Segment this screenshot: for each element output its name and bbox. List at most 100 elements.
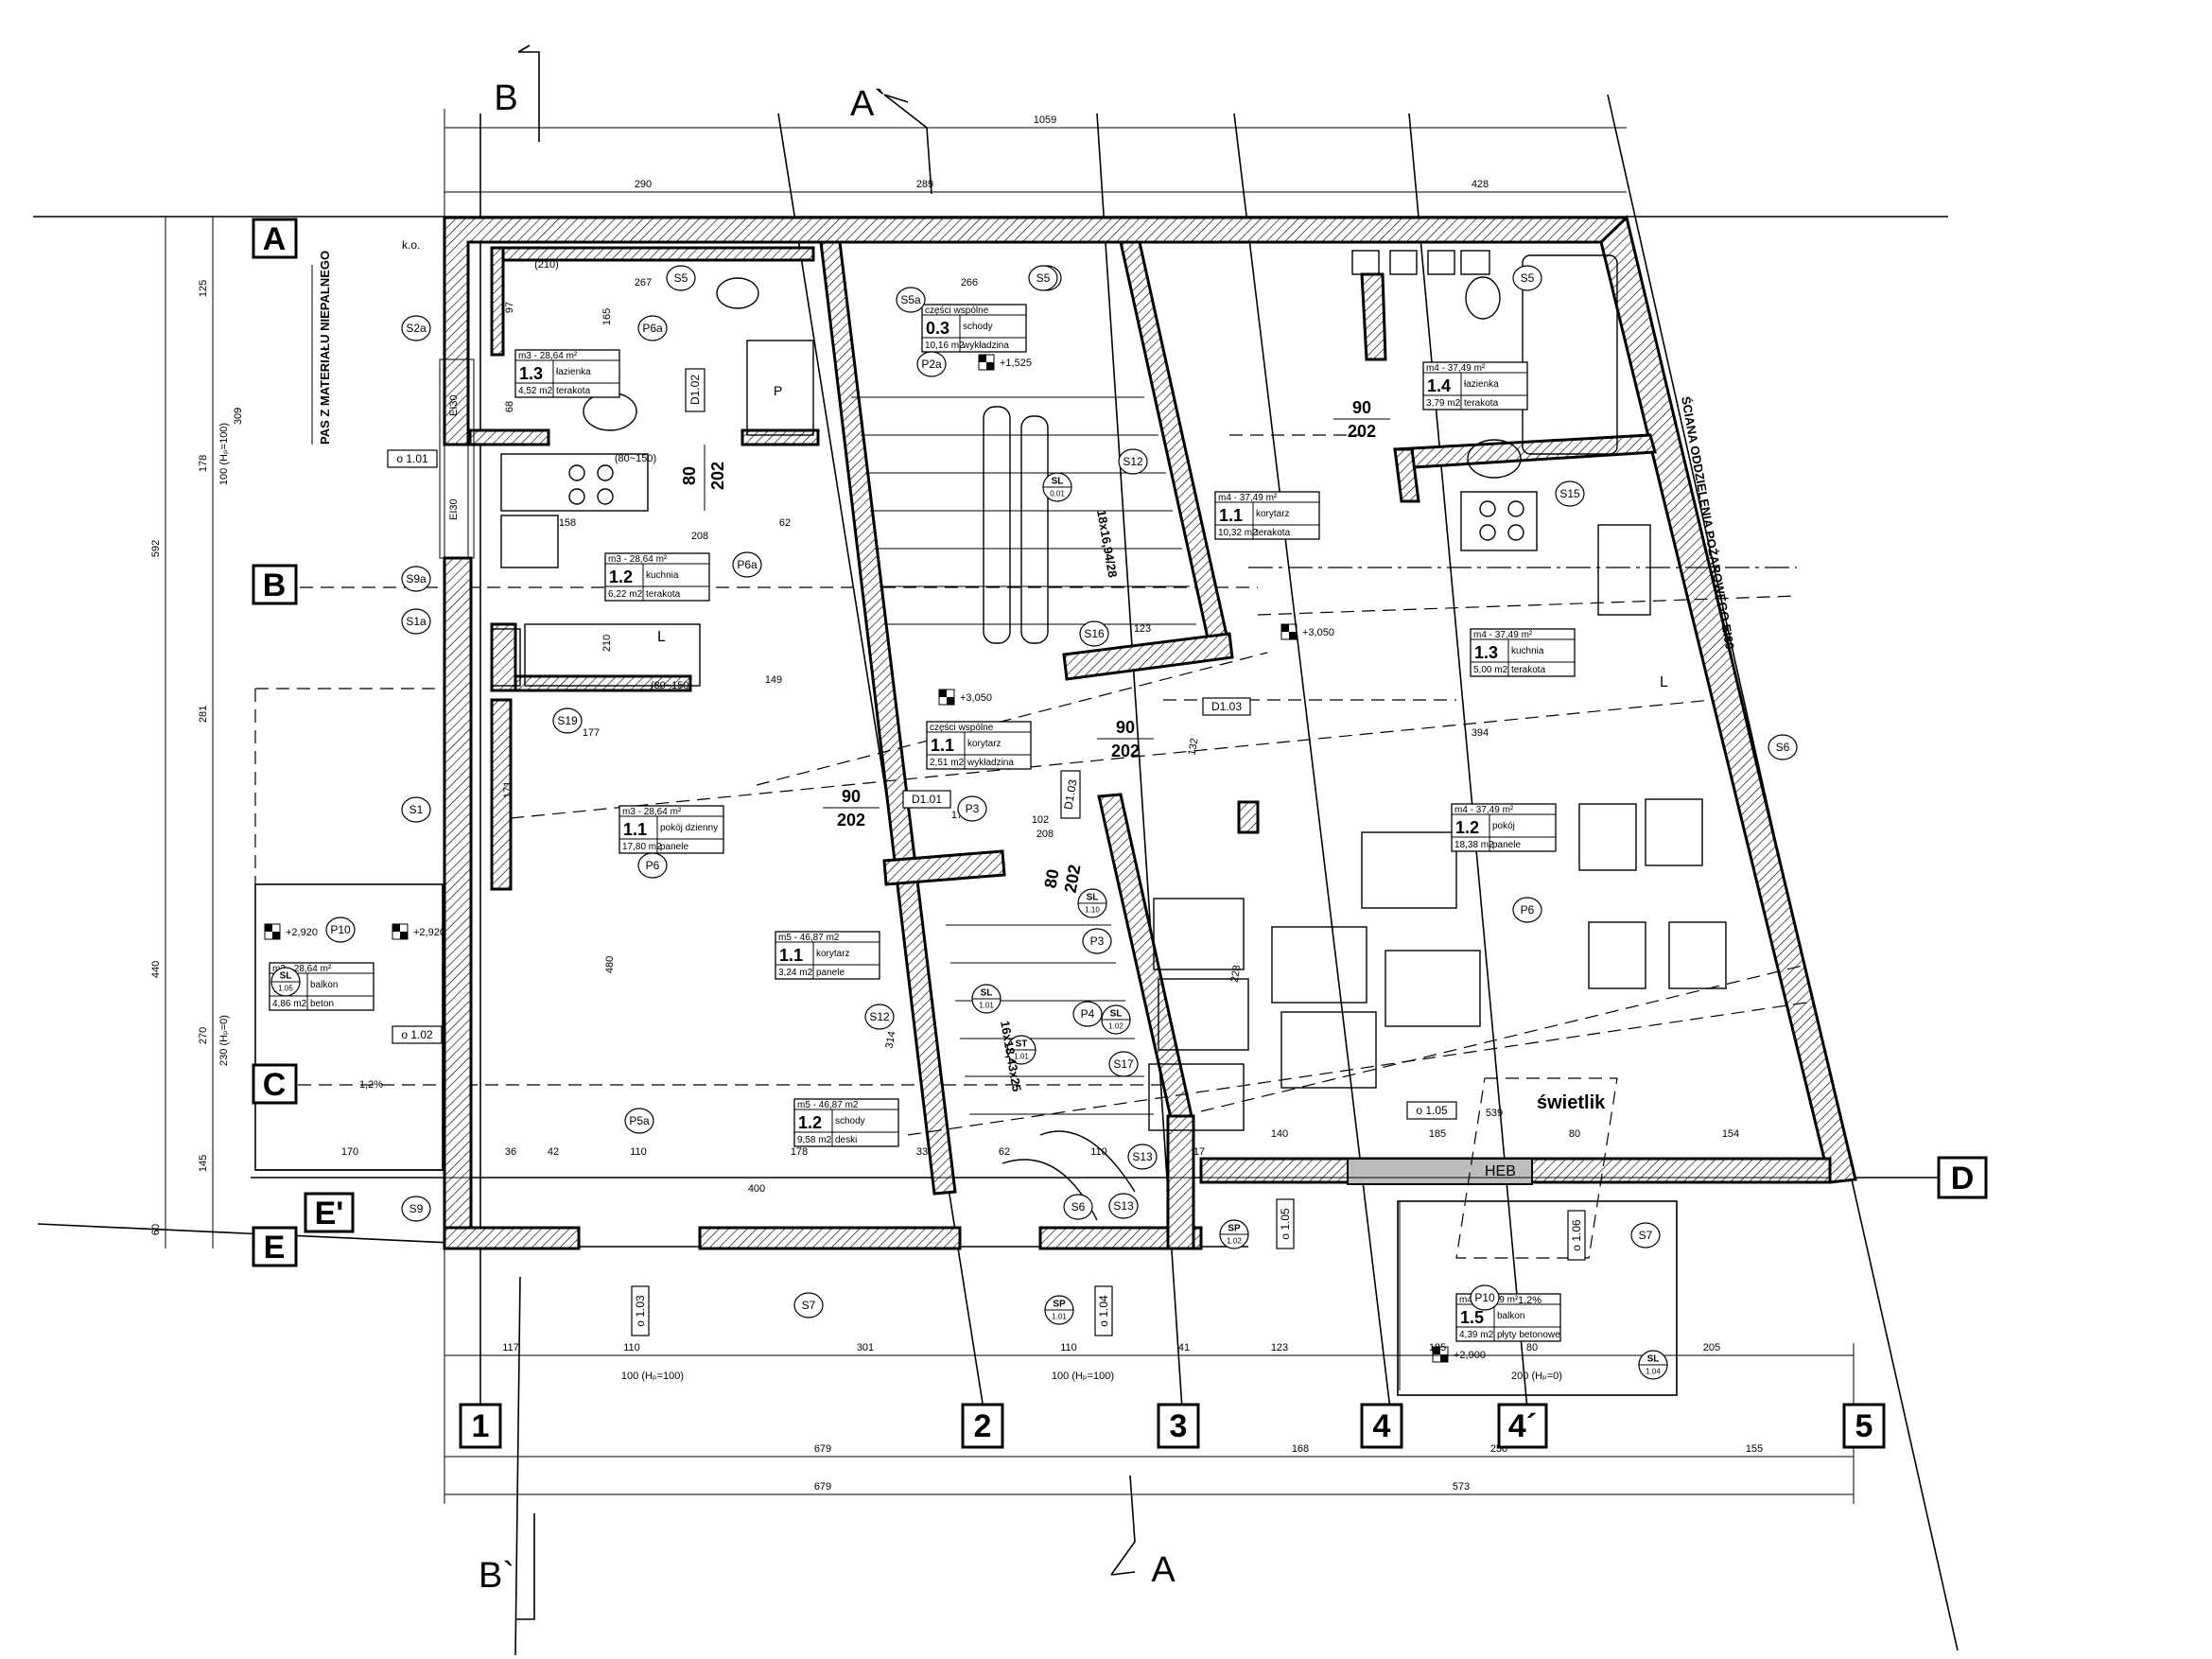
swietlik-label: świetlik — [1537, 1092, 1606, 1113]
room-name: kuchnia — [1511, 646, 1544, 656]
svg-text:E: E — [264, 1230, 286, 1266]
dim-left-1: 125 — [198, 280, 209, 297]
dim-misc-11: 480 — [604, 956, 616, 973]
dim-bottom-r1-1: 110 — [623, 1342, 640, 1353]
room-number: 1.2 — [609, 568, 633, 586]
door-size-5: 80 202 — [1041, 863, 1085, 894]
axis-col-3: 3 — [1157, 1403, 1200, 1449]
room-floor: deski — [835, 1135, 857, 1145]
svg-text:A: A — [263, 221, 287, 257]
floor-tag: P6 — [637, 852, 668, 879]
dim-misc-13: 228 — [1229, 964, 1244, 983]
dim-misc-10: 394 — [1472, 727, 1489, 739]
dim-d-7: 110 — [1090, 1146, 1107, 1158]
axis-row-e: E — [252, 1226, 298, 1267]
axis-col-1: 1 — [459, 1403, 502, 1449]
room-unit: części wspólne — [930, 723, 994, 733]
room-number: 1.1 — [931, 736, 954, 755]
room-floor: panele — [816, 968, 845, 978]
special-tag-num: 1.05 — [278, 985, 293, 993]
dim-top-3: 428 — [1472, 179, 1489, 190]
l-label-2: L — [1660, 674, 1668, 690]
wall-tag-text: S5 — [1036, 271, 1051, 285]
room-name: balkon — [1497, 1311, 1524, 1321]
wall-tag: S1 — [401, 796, 431, 823]
window-tag-o105a: o 1.05 — [1276, 1198, 1295, 1249]
dim-misc-21: (210) — [534, 259, 559, 271]
room-number: 0.3 — [926, 319, 949, 338]
wall-tag-text: S16 — [1084, 627, 1105, 640]
section-b-prime-bottom: B` — [479, 1556, 514, 1596]
svg-text:202: 202 — [1061, 863, 1085, 894]
dim-left-7: 145 — [198, 1155, 209, 1172]
special-tag-code: SL — [1647, 1354, 1660, 1365]
room-floor: terakota — [646, 589, 681, 600]
dim-bottom-r2-1: 168 — [1292, 1443, 1309, 1455]
floor-tag-text: P3 — [966, 802, 980, 815]
wall-tag: S12 — [864, 1004, 895, 1030]
room-floor: panele — [660, 842, 688, 852]
special-tag-code: SL — [1052, 477, 1064, 487]
special-tag-code: ST — [1016, 1039, 1028, 1050]
wall-tag: S16 — [1079, 620, 1109, 647]
floor-tag: P3 — [957, 795, 987, 822]
door-size-4: 90 202 — [823, 787, 880, 830]
room-area: 9,58 m2 — [797, 1135, 832, 1145]
dim-top-2: 289 — [916, 179, 933, 190]
wall-tag-text: S5a — [900, 293, 921, 306]
wall-tag: S15 — [1555, 480, 1585, 507]
svg-text:1: 1 — [472, 1408, 490, 1444]
axis-row-e-prime: E' — [304, 1192, 355, 1233]
dim-misc-6: 177 — [583, 727, 600, 739]
heb-label: HEB — [1485, 1163, 1516, 1179]
level-mark: +2,920 — [392, 923, 445, 940]
wall-tag: S9a — [401, 566, 431, 592]
window-tag-o106: o 1.06 — [1567, 1210, 1586, 1261]
walls — [443, 215, 1857, 1250]
floor-tag-text: P6a — [642, 322, 663, 335]
room-number: 1.2 — [798, 1113, 822, 1132]
wall-tag: S6 — [1768, 734, 1798, 760]
window-tag-o105b: o 1.05 — [1406, 1101, 1457, 1120]
room-area: 17,80 m2 — [622, 842, 662, 852]
wall-tag: S6 — [1063, 1194, 1093, 1220]
room-name: kuchnia — [646, 570, 679, 581]
room-area: 4,39 m2 — [1459, 1330, 1494, 1340]
dim-misc-1: 266 — [961, 277, 978, 288]
dim-bottom-sub-1: 100 (Hₚ=100) — [1052, 1371, 1114, 1382]
svg-text:o 1.02: o 1.02 — [401, 1028, 433, 1041]
dim-misc-9: 208 — [1036, 829, 1054, 840]
dim-misc-3: 62 — [779, 517, 791, 529]
special-tag-num: 1.02 — [1227, 1237, 1242, 1246]
svg-text:202: 202 — [708, 462, 727, 490]
l-label-1: L — [657, 629, 666, 645]
level-value: +2,900 — [1454, 1350, 1486, 1361]
level-mark: +1,525 — [978, 354, 1032, 371]
wall-tag-text: S12 — [1123, 455, 1143, 468]
dim-d-3: 110 — [630, 1146, 647, 1158]
room-floor: wykładzina — [962, 341, 1009, 351]
wall-tag: S13 — [1108, 1193, 1139, 1219]
svg-text:o 1.04: o 1.04 — [1097, 1295, 1110, 1327]
svg-text:o 1.06: o 1.06 — [1570, 1219, 1583, 1251]
special-tag-code: SP — [1228, 1224, 1241, 1234]
special-tag-num: 1.01 — [979, 1002, 994, 1010]
window-tag-o104: o 1.04 — [1094, 1285, 1113, 1336]
dim-d-2: 42 — [548, 1146, 559, 1158]
svg-text:202: 202 — [837, 811, 865, 830]
dim-left-inner-2: 100 (Hₚ=100) — [218, 423, 230, 485]
svg-text:202: 202 — [1348, 422, 1376, 441]
svg-text:90: 90 — [1352, 398, 1371, 417]
room-area: 4,86 m2 — [272, 999, 307, 1009]
room-area: 3,79 m2 — [1426, 398, 1461, 409]
floor-tag: P10 — [325, 917, 356, 943]
axis-col-2: 2 — [961, 1403, 1004, 1449]
dim-misc-5: 149 — [765, 674, 782, 686]
dim-left-4: 281 — [198, 706, 209, 723]
